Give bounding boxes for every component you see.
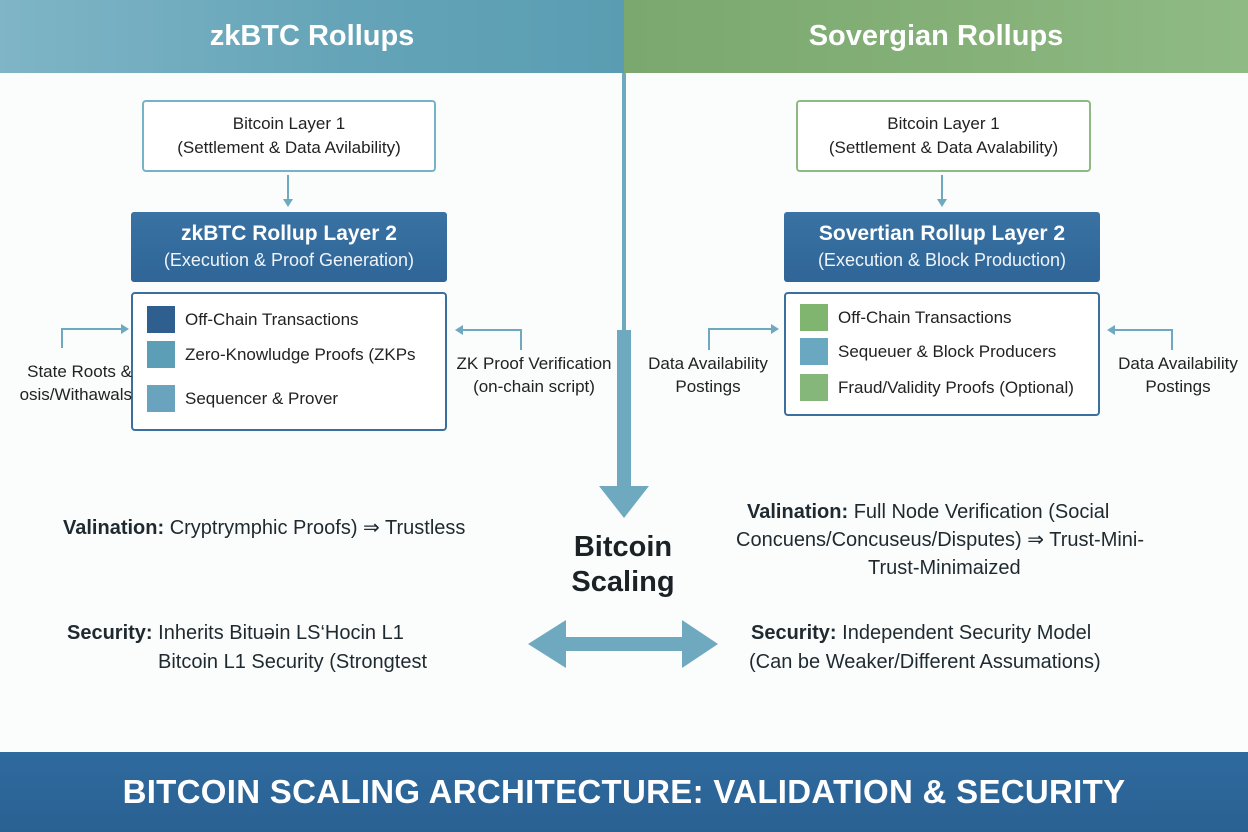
right-da-right-arrow-head [1107,325,1115,335]
right-validation-line3: Trust-Minimaized [868,557,1021,579]
left-layer2-title: zkBTC Rollup Layer 2 [181,222,397,245]
right-da-left-arrow-head [771,324,779,334]
left-state-roots-label: State Roots & osis/Withawals [0,360,132,406]
right-da-left-connector [708,328,772,350]
left-item-swatch [147,306,175,333]
header-title-right: Sovergian Rollups [808,20,1064,52]
list-item-label: Fraud/Validity Proofs (Optional) [838,377,1074,397]
list-item-label: Sequencer & Prover [185,388,339,408]
right-da-right-line2: Postings [1145,377,1211,396]
right-validation-line3-wrap: Trust-Minimaized [868,554,1021,582]
right-components-list: Off-Chain Transactions Sequeuer & Block … [784,292,1100,416]
right-validation-line2-wrap: Concuens/Concuseus/Disputes) ⇒ Trust-Min… [736,526,1144,554]
left-zk-verification-label: ZK Proof Verification (on-chain script) [450,352,618,398]
left-security-line2-wrap: Bitcoin L1 Security (Strongtest [158,648,427,676]
right-l1-to-l2-arrow-head [937,199,947,207]
header-zkbtc-rollups: zkBTC Rollups [0,0,624,73]
left-zk-verification-arrow-head [455,325,463,335]
left-layer2-subtitle: (Execution & Proof Generation) [163,250,415,270]
right-item-swatch [800,374,828,401]
right-security-line2-wrap: (Can be Weaker/Different Assumations) [749,648,1101,676]
right-security-label: Security: [751,622,837,644]
right-da-left-line2: Postings [675,377,741,396]
right-rollup-layer2-box: Sovertian Rollup Layer 2 (Execution & Bl… [784,212,1100,282]
left-security-line2: Bitcoin L1 Security (Strongtest [158,651,428,673]
center-down-arrow-head [599,486,649,518]
left-state-roots-arrow-head [121,324,129,334]
list-item-label: Sequeuer & Block Producers [838,341,1057,361]
list-item: Off-Chain Transactions [147,306,359,333]
right-validation-text: Valination: Full Node Verification (Soci… [747,498,1109,526]
left-security-label: Security: [67,622,153,644]
left-components-list: Off-Chain Transactions Zero-Knowludge Pr… [131,292,447,431]
list-item: Fraud/Validity Proofs (Optional) [800,374,1074,401]
left-layer1-title: Bitcoin Layer 1 [232,114,346,133]
left-item-swatch [147,341,175,368]
left-zk-verification-connector [462,329,522,350]
left-side-label-line1: State Roots & [27,362,132,381]
header-sovereign-rollups: Sovergian Rollups [624,0,1248,73]
left-rollup-layer2-box: zkBTC Rollup Layer 2 (Execution & Proof … [131,212,447,282]
list-item-label: Off-Chain Transactions [838,307,1012,327]
left-validation-value: Cryptrymphic Proofs) ⇒ Trustless [169,517,466,539]
left-security-line1: Inherits Bituəin LS‘Hocin L1 [158,622,404,644]
right-security-text: Security: Independent Security Model [751,619,1091,647]
right-bitcoin-layer1-box: Bitcoin Layer 1 (Settlement & Data Avala… [796,100,1091,172]
right-security-line1: Independent Security Model [842,622,1092,644]
right-layer2-title: Sovertian Rollup Layer 2 [818,222,1066,245]
bitcoin-scaling-center-label: Bitcoin Scaling [560,530,686,600]
footer-title: BITCOIN SCALING ARCHITECTURE: VALIDATION… [122,773,1126,810]
double-arrow-head-right [682,620,718,668]
left-item-swatch [147,385,175,412]
zk-verification-line2: (on-chain script) [473,377,595,396]
list-item: Zero-Knowludge Proofs (ZKPs [147,341,416,368]
center-label-line2: Scaling [571,566,675,598]
right-security-line2: (Can be Weaker/Different Assumations) [749,651,1101,673]
right-da-right-label: Data Availability Postings [1108,352,1248,398]
right-item-swatch [800,338,828,365]
right-da-left-label: Data Availability Postings [638,352,778,398]
header-title-left: zkBTC Rollups [209,20,415,52]
right-validation-line1: Full Node Verification (Social [853,501,1110,523]
right-validation-label: Valination: [747,501,849,523]
left-state-roots-connector [61,328,122,348]
left-l1-to-l2-arrow-head [283,199,293,207]
left-validation-text: Valination: Cryptrymphic Proofs) ⇒ Trust… [63,514,465,542]
list-item: Off-Chain Transactions [800,304,1012,331]
left-security-text: Security: Inherits Bituəin LS‘Hocin L1 [67,619,404,647]
left-side-label-line2: osis/Withawals [19,385,132,404]
right-layer2-subtitle: (Execution & Block Production) [817,250,1067,270]
left-layer1-subtitle: (Settlement & Data Avilability) [177,138,401,157]
list-item: Sequeuer & Block Producers [800,338,1056,365]
left-validation-label: Valination: [63,517,165,539]
right-da-left-line1: Data Availability [648,354,768,373]
left-bitcoin-layer1-box: Bitcoin Layer 1 (Settlement & Data Avila… [142,100,436,172]
right-layer1-title: Bitcoin Layer 1 [887,114,1000,133]
list-item-label: Off-Chain Transactions [185,309,359,329]
zk-verification-line1: ZK Proof Verification [456,354,612,373]
list-item-label: Zero-Knowludge Proofs (ZKPs [185,344,416,364]
list-item: Sequencer & Prover [147,385,338,412]
center-down-arrow-shaft [617,330,631,490]
right-validation-line2: Concuens/Concuseus/Disputes) ⇒ Trust-Min… [736,529,1145,551]
double-arrow-head-left [528,620,566,668]
right-layer1-subtitle: (Settlement & Data Avalability) [828,138,1059,157]
right-da-right-connector [1114,329,1173,350]
center-label-line1: Bitcoin [573,531,673,563]
footer-banner: BITCOIN SCALING ARCHITECTURE: VALIDATION… [0,752,1248,832]
double-arrow-shaft [556,637,692,651]
right-da-right-line1: Data Availability [1118,354,1238,373]
right-item-swatch [800,304,828,331]
